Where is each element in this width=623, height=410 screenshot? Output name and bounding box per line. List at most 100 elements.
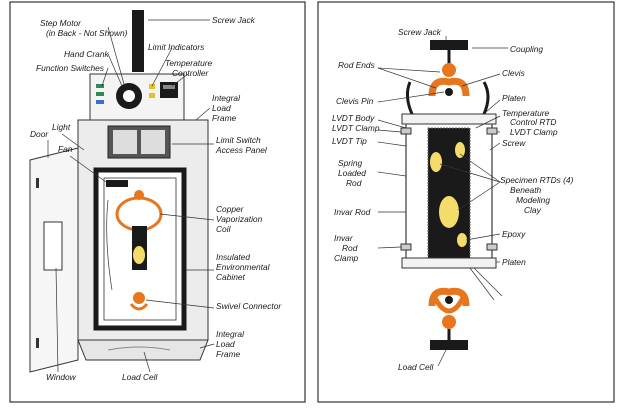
clay-spot-4 — [457, 233, 467, 247]
temperature-controller — [160, 82, 178, 98]
upper-rod-end — [442, 63, 456, 77]
label-screw-jack-right: Screw Jack — [398, 27, 442, 37]
function-switch-1 — [96, 84, 104, 88]
base-frame — [77, 339, 209, 361]
label-integral-load-frame-b2: Load — [216, 339, 235, 349]
label-temperature-controller-2: Controller — [172, 68, 210, 78]
label-step-motor-note: (in Back - Not Shown) — [46, 28, 128, 38]
label-invar-clamp-1: Invar — [334, 233, 354, 243]
left-specimen-clay — [133, 246, 145, 264]
clay-spot-2 — [455, 142, 465, 158]
label-screw: Screw — [502, 138, 526, 148]
label-epoxy: Epoxy — [502, 229, 526, 239]
label-window: Window — [46, 372, 77, 382]
clay-spot-3 — [439, 196, 459, 228]
function-switch-3 — [96, 100, 104, 104]
label-specimen-rtds-3: Modeling — [516, 195, 550, 205]
upper-clevis-pin — [445, 88, 453, 96]
epoxy-leads — [469, 267, 503, 301]
screw-jack-column — [132, 10, 144, 72]
label-lvdt-clamp-right: LVDT Clamp — [510, 127, 558, 137]
invar-clamp-right — [486, 243, 498, 251]
label-step-motor: Step Motor — [40, 18, 82, 28]
label-lvdt-tip: LVDT Tip — [332, 136, 367, 146]
lower-clevis-arm — [431, 294, 467, 314]
hand-crank-hub — [123, 90, 135, 102]
right-leaders — [377, 36, 508, 367]
limit-switch-window-2 — [141, 130, 165, 154]
invar-clamp-left — [400, 243, 412, 251]
function-switch-2 — [96, 92, 104, 96]
label-integral-load-frame-b3: Frame — [216, 349, 241, 359]
label-specimen-rtds-4: Clay — [524, 205, 542, 215]
left-panel: Step Motor (in Back - Not Shown) Screw J… — [9, 1, 306, 403]
label-spring-1: Spring — [338, 158, 363, 168]
label-integral-load-frame-b1: Integral — [216, 329, 245, 339]
label-platen-bottom: Platen — [502, 257, 526, 267]
lvdt-clamp-left — [400, 127, 412, 135]
label-light: Light — [52, 122, 71, 132]
label-hand-crank: Hand Crank — [64, 49, 110, 59]
swivel-connector-arm — [129, 303, 149, 311]
label-temp-rtd-1: Temperature — [502, 108, 550, 118]
limit-switch-window-1 — [113, 130, 137, 154]
label-insulated-cabinet-3: Cabinet — [216, 272, 246, 282]
label-invar-clamp-2: Rod — [342, 243, 358, 253]
label-load-cell-right: Load Cell — [398, 362, 435, 372]
label-copper-coil-2: Vaporization — [216, 214, 263, 224]
limit-indicator-2 — [149, 93, 155, 98]
label-limit-switch-2: Access Panel — [215, 145, 268, 155]
label-rod-ends: Rod Ends — [338, 60, 376, 70]
upper-clevis — [134, 190, 144, 200]
label-function-switches: Function Switches — [36, 63, 105, 73]
label-limit-switch-1: Limit Switch — [216, 135, 261, 145]
swivel-connector — [133, 292, 145, 304]
door-window — [43, 221, 63, 271]
label-lvdt-body: LVDT Body — [332, 113, 375, 123]
label-door: Door — [30, 129, 49, 139]
top-platen — [401, 113, 497, 125]
lower-clevis-pin — [445, 296, 453, 304]
label-specimen-rtds-2: Beneath — [510, 185, 542, 195]
label-copper-coil-1: Copper — [216, 204, 245, 214]
label-integral-load-frame-2: Load — [212, 103, 231, 113]
coupling-top — [430, 40, 468, 50]
label-temperature-controller-1: Temperature — [165, 58, 213, 68]
label-spring-3: Rod — [346, 178, 362, 188]
label-fan: Fan — [58, 144, 73, 154]
bottom-platen — [401, 257, 497, 269]
label-swivel-connector: Swivel Connector — [216, 301, 282, 311]
door-hinge-bottom — [36, 338, 39, 348]
label-load-cell-left: Load Cell — [122, 372, 159, 382]
left-cable — [106, 199, 113, 291]
coupling-bottom — [430, 340, 468, 350]
label-insulated-cabinet-2: Environmental — [216, 262, 271, 272]
temperature-display — [163, 85, 175, 89]
cable-right — [482, 81, 490, 115]
label-spring-2: Loaded — [338, 168, 366, 178]
left-leaders — [47, 19, 215, 373]
label-platen-top: Platen — [502, 93, 526, 103]
load-cell — [107, 346, 171, 351]
label-screw-jack-left: Screw Jack — [212, 15, 256, 25]
cable-left — [405, 81, 414, 115]
label-clevis: Clevis — [502, 68, 526, 78]
label-invar-rod: Invar Rod — [334, 207, 371, 217]
lower-rod-end — [442, 315, 456, 329]
label-copper-coil-3: Coil — [216, 224, 232, 234]
label-limit-indicators: Limit Indicators — [148, 42, 205, 52]
label-clevis-pin: Clevis Pin — [336, 96, 374, 106]
label-specimen-rtds-1: Specimen RTDs (4) — [500, 175, 574, 185]
fan — [106, 180, 128, 187]
label-integral-load-frame-3: Frame — [212, 113, 237, 123]
label-invar-clamp-3: Clamp — [334, 253, 359, 263]
clay-spot-1 — [430, 152, 442, 172]
door-hinge-top — [36, 178, 39, 188]
label-lvdt-clamp-left: LVDT Clamp — [332, 123, 380, 133]
label-coupling: Coupling — [510, 44, 543, 54]
label-integral-load-frame-1: Integral — [212, 93, 241, 103]
lvdt-clamp-right — [486, 127, 498, 135]
right-panel: Screw Jack Coupling Rod Ends Clevis Clev… — [317, 1, 615, 403]
label-temp-rtd-2: Control RTD — [510, 117, 556, 127]
